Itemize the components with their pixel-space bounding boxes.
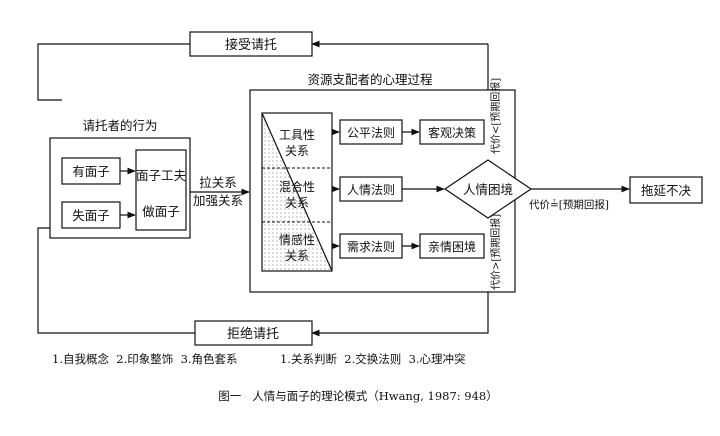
- need-rule-label: 需求法则: [347, 240, 395, 254]
- outer-loop-right-bottom-arrow: [311, 292, 489, 337]
- instrumental-relation-line1: 工具性: [279, 128, 315, 142]
- mixed-relation-line2: 关系: [285, 196, 309, 210]
- outer-loop-bottom-arrow: [37, 224, 195, 334]
- renqing-rule-label: 人情法则: [347, 183, 395, 197]
- accept-request-box: [189, 31, 313, 57]
- requester-group-title: 请托者的行为: [82, 118, 157, 133]
- expressive-relation-line1: 情感性: [279, 232, 315, 247]
- reject-request-label: 拒绝请托: [227, 326, 279, 342]
- cost-approx-label: 代价≟[预期回报]: [529, 198, 609, 211]
- lose-face-label: 失面子: [72, 208, 110, 223]
- has-face-box: [61, 157, 121, 185]
- kinship-dilemma-label: 亲情困境: [428, 239, 476, 254]
- objective-decision-box: [419, 119, 485, 145]
- face-work-box: [135, 149, 187, 231]
- delay-decision-label: 拖延不决: [641, 183, 692, 198]
- allocator-group-title: 资源支配者的心理过程: [307, 72, 433, 87]
- kinship-dilemma-box: [419, 233, 485, 259]
- reject-request-box: [194, 320, 313, 346]
- has-face-label: 有面子: [72, 164, 110, 179]
- renqing-rule-box: [339, 176, 403, 202]
- figure-caption: 图一 人情与面子的理论模式（Hwang, 1987: 948）: [218, 389, 498, 403]
- cost-greater-label: 代价>[预期回报]: [489, 214, 502, 290]
- strengthen-relation-label: 加强关系: [193, 193, 243, 208]
- outer-loop-left-line: [37, 43, 190, 101]
- renqing-dilemma-label: 人情困境: [463, 182, 513, 197]
- mixed-relation-line1: 混合性: [279, 179, 315, 194]
- equity-rule-label: 公平法则: [347, 126, 395, 140]
- legend-left: 1.自我概念 2.印象整饰 3.角色套系: [52, 352, 238, 366]
- instrumental-relation-line2: 关系: [285, 144, 309, 158]
- objective-decision-label: 客观决策: [428, 125, 476, 140]
- relationship-diagonal: [261, 112, 333, 272]
- expressive-relation-line2: 关系: [285, 249, 309, 263]
- legend-right: 1.关系判断 2.交换法则 3.心理冲突: [280, 352, 466, 366]
- delay-decision-box: [629, 176, 703, 204]
- cost-less-label: 代价<[预期回报]: [489, 78, 502, 154]
- pull-relation-label: 拉关系: [199, 175, 237, 190]
- accept-request-label: 接受请托: [225, 37, 277, 53]
- face-work-label-2: 做面子: [142, 204, 180, 219]
- need-rule-box: [339, 233, 403, 259]
- face-work-label-1: 面子工夫: [136, 168, 187, 183]
